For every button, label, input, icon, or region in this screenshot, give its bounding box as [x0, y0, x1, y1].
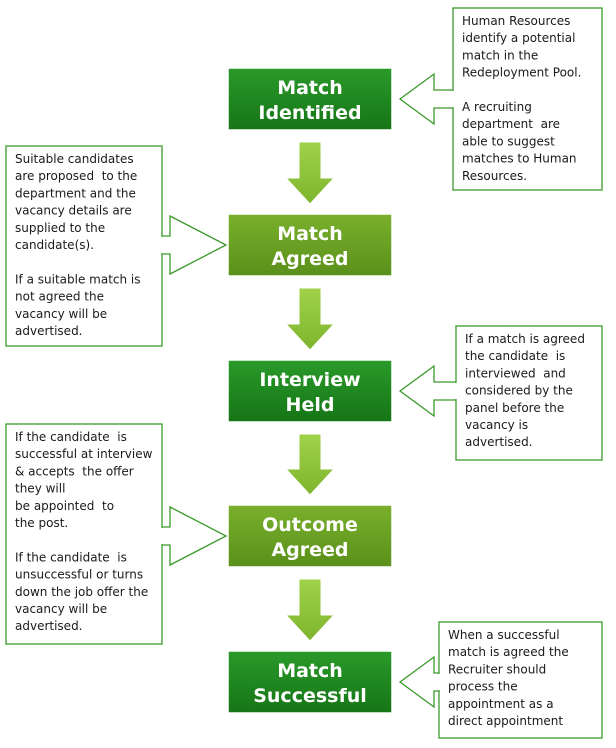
step-label: Successful	[253, 685, 367, 707]
step-label: Match	[277, 660, 343, 682]
down-arrow	[284, 433, 336, 496]
callout-pointer-arrow	[398, 655, 439, 709]
callout-text-line: vacancy is	[465, 418, 528, 432]
callout-note: Suitable candidates are proposed to the de…	[5, 145, 228, 347]
callout-text-line: able to suggest	[462, 134, 555, 148]
callout-text-line: advertised.	[15, 619, 83, 633]
callout-text-line: unsuccessful or turns	[15, 568, 143, 582]
step-box	[227, 650, 393, 714]
callout-box	[5, 423, 163, 645]
callout-pointer-arrow	[398, 364, 456, 418]
callout-text-line: the candidate is	[465, 349, 565, 363]
callout-text-line: advertised.	[465, 435, 533, 449]
callout-text-line: Suitable candidates	[15, 152, 134, 166]
callout-note: If the candidate is successful at intervi…	[5, 423, 228, 645]
callout-text-line: considered by the	[465, 384, 573, 398]
callout-notes: Human Resources identify a potential match…	[5, 7, 603, 739]
callout-text-line: department and the	[15, 186, 136, 200]
down-arrow	[284, 578, 336, 642]
callout-text-line: direct appointment	[448, 714, 563, 728]
callout-pointer-arrow	[398, 72, 453, 126]
down-arrow	[284, 141, 336, 205]
callout-text-line: If a match is agreed	[465, 332, 585, 346]
callout-text-line: Recruiter should	[448, 662, 546, 676]
down-arrows	[284, 141, 336, 642]
callout-pointer-arrow	[162, 505, 228, 567]
callout-note: Human Resources identify a potential match…	[398, 7, 603, 191]
callout-text-line: When a successful	[448, 628, 560, 642]
callout-text-line: supplied to the	[15, 221, 105, 235]
callout-text-line: department are	[462, 117, 560, 131]
callout-note: When a successful match is agreed theRecr…	[398, 621, 603, 739]
callout-text-line: appointment as a	[448, 697, 554, 711]
callout-text-line: they will	[15, 482, 65, 496]
callout-text-line: matches to Human	[462, 152, 577, 166]
step-box	[227, 504, 393, 568]
callout-text-line: If a suitable match is	[15, 272, 141, 286]
callout-text-line: successful at interview	[15, 447, 153, 461]
callout-box	[452, 7, 603, 191]
step-box	[227, 67, 393, 131]
callout-text-line: are proposed to the	[15, 169, 137, 183]
callout-box	[5, 145, 163, 347]
step-box	[227, 359, 393, 423]
step-box	[227, 213, 393, 277]
step-label: Outcome	[262, 514, 358, 536]
callout-text-line: vacancy will be	[15, 602, 107, 616]
callout-text-line: be appointed to	[15, 499, 114, 513]
step-label: Match	[277, 77, 343, 99]
callout-text-line: vacancy details are	[15, 204, 132, 218]
step-label: Identified	[258, 102, 361, 124]
callout-text-line: vacancy will be	[15, 307, 107, 321]
callout-text-line: candidate(s).	[15, 238, 94, 252]
callout-text-line: & accepts the offer	[15, 464, 134, 478]
step-label: Agreed	[271, 539, 348, 561]
callout-pointer-arrow	[162, 214, 228, 276]
callout-box	[438, 621, 603, 739]
callout-text-line: process the	[448, 680, 518, 694]
callout-text-line: panel before the	[465, 401, 564, 415]
process-steps: MatchIdentifiedMatchAgreedInterviewHeldO…	[227, 67, 393, 714]
callout-text-line: If the candidate is	[15, 430, 127, 444]
callout-text-line: advertised.	[15, 324, 83, 338]
callout-text-line: match is agreed the	[448, 645, 569, 659]
callout-note: If a match is agreed the candidate is inte…	[398, 325, 603, 461]
callout-text-line: identify a potential	[462, 31, 575, 45]
callout-text-line: A recruiting	[462, 100, 532, 114]
down-arrow	[284, 287, 336, 351]
callout-text-line: If the candidate is	[15, 550, 127, 564]
step-label: Held	[286, 394, 335, 416]
callout-box	[455, 325, 603, 461]
callout-text-line: interviewed and	[465, 366, 566, 380]
callout-text-line: Human Resources	[462, 14, 570, 28]
callout-text-line: Redeployment Pool.	[462, 66, 581, 80]
callout-text-line: not agreed the	[15, 290, 104, 304]
callout-text-line: match in the	[462, 48, 538, 62]
callout-text-line: the post.	[15, 516, 68, 530]
callout-text-line: down the job offer the	[15, 585, 148, 599]
step-label: Match	[277, 223, 343, 245]
callout-text-line: Resources.	[462, 169, 527, 183]
step-label: Interview	[259, 369, 360, 391]
step-label: Agreed	[271, 248, 348, 270]
